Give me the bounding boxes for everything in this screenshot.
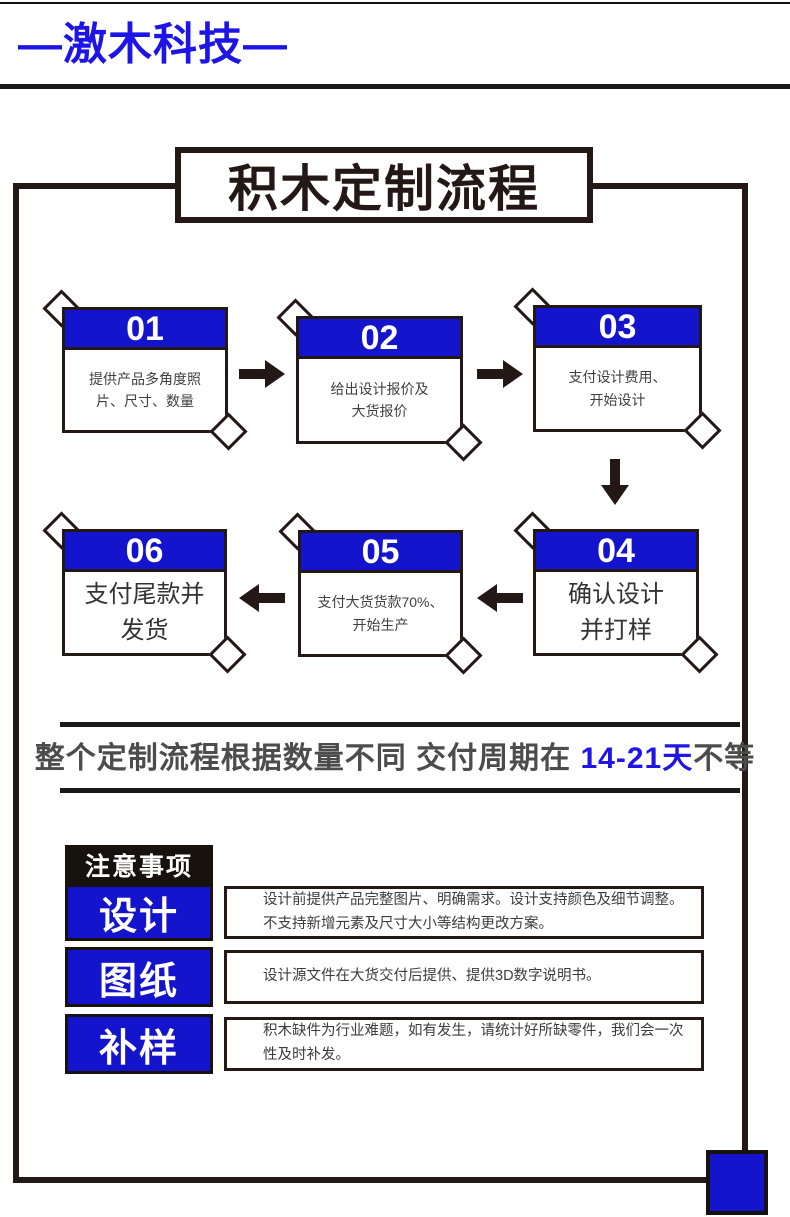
note-label-design: 设计: [65, 884, 213, 941]
step-number-badge: 05: [301, 533, 460, 573]
step-number-badge: 01: [65, 310, 225, 350]
page-title-text: 积木定制流程: [228, 161, 540, 217]
page-title: 积木定制流程: [175, 147, 593, 223]
notes-header: 注意事项: [65, 845, 213, 884]
arrow-down-icon: [601, 459, 629, 505]
corner-square-decoration: [706, 1150, 768, 1215]
flow-step-4-card: 04 确认设计 并打样: [513, 511, 719, 674]
arrow-left-icon: [477, 584, 523, 612]
step-description: 支付尾款并 发货: [84, 580, 205, 644]
delivery-divider-bottom: [60, 788, 740, 793]
step-description: 支付大货货款70%、 开始生产: [317, 594, 444, 633]
delivery-divider-top: [60, 722, 740, 727]
step-number: 06: [125, 531, 164, 570]
note-desc-resupply: 积木缺件为行业难题，如有发生，请统计好所缺零件，我们会一次性及时补发。: [224, 1017, 704, 1071]
delivery-note-highlight: 14-21天: [580, 742, 694, 775]
delivery-note-suffix: 不等: [693, 742, 756, 775]
header-divider: [0, 84, 790, 89]
step-description: 确认设计 并打样: [568, 580, 664, 644]
flow-step-3-card: 03 支付设计费用、 开始设计: [513, 287, 722, 450]
note-label-resupply: 补样: [65, 1014, 213, 1074]
flow-step-6-card: 06 支付尾款并 发货: [42, 511, 247, 674]
note-label-drawing: 图纸: [65, 947, 213, 1007]
step-number-badge: 04: [536, 532, 696, 572]
top-border-line: [0, 2, 790, 4]
step-number-badge: 06: [65, 532, 224, 572]
delivery-note-prefix: 整个定制流程根据数量不同 交付周期在: [34, 742, 581, 775]
delivery-note: 整个定制流程根据数量不同 交付周期在 14-21天不等: [28, 733, 762, 777]
step-number: 04: [597, 531, 635, 570]
step-number: 05: [361, 532, 400, 571]
step-number: 01: [126, 309, 164, 348]
arrow-right-icon: [239, 360, 285, 388]
note-desc-design: 设计前提供产品完整图片、明确需求。设计支持颜色及细节调整。不支持新增元素及尺寸大…: [224, 886, 704, 939]
flow-step-3-box: 03 支付设计费用、 开始设计: [533, 305, 702, 432]
brand-logo: —激木科技—: [18, 20, 288, 69]
step-number-badge: 03: [536, 308, 699, 348]
flow-step-5-box: 05 支付大货货款70%、 开始生产: [298, 530, 463, 657]
step-number: 02: [360, 318, 399, 357]
flow-step-2-card: 02 给出设计报价及 大货报价: [276, 298, 483, 462]
step-number: 03: [598, 307, 637, 346]
flow-step-1-card: 01 提供产品多角度照 片、尺寸、数量: [42, 289, 248, 451]
note-desc-drawing: 设计源文件在大货交付后提供、提供3D数字说明书。: [224, 950, 704, 1004]
arrow-left-icon: [239, 584, 285, 612]
flow-step-6-box: 06 支付尾款并 发货: [62, 529, 227, 656]
arrow-right-icon: [477, 360, 523, 388]
step-description: 提供产品多角度照 片、尺寸、数量: [89, 370, 201, 409]
flow-step-1-box: 01 提供产品多角度照 片、尺寸、数量: [62, 307, 228, 433]
flow-step-2-box: 02 给出设计报价及 大货报价: [296, 316, 463, 444]
flow-step-4-box: 04 确认设计 并打样: [533, 529, 699, 656]
step-description: 支付设计费用、 开始设计: [568, 369, 667, 408]
flow-step-5-card: 05 支付大货货款70%、 开始生产: [278, 512, 483, 675]
step-number-badge: 02: [299, 319, 460, 359]
step-description: 给出设计报价及 大货报价: [330, 380, 429, 419]
